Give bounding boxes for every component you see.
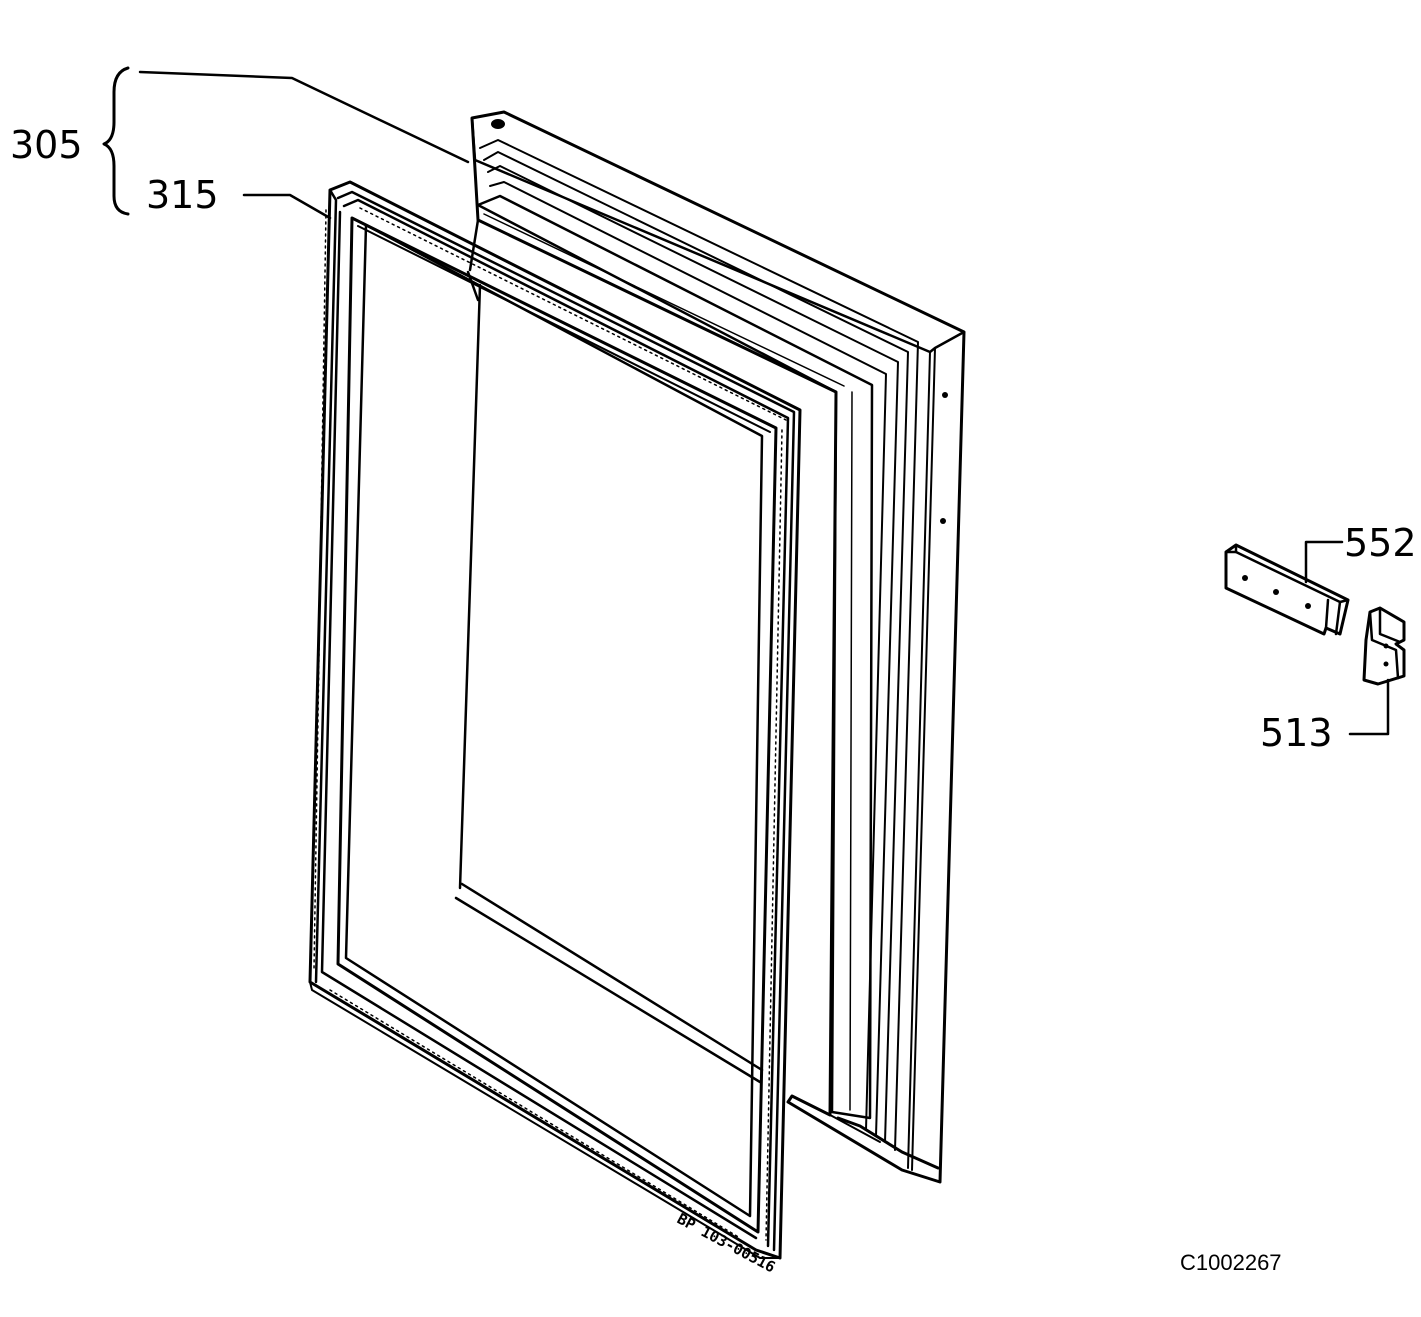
leader-552	[1304, 540, 1344, 584]
hole-icon	[491, 119, 505, 129]
brace-305-315	[102, 66, 130, 216]
label-305: 305	[10, 123, 83, 167]
hinge-plate	[1224, 543, 1350, 636]
label-513: 513	[1260, 711, 1333, 755]
drawing-code: C1002267	[1180, 1250, 1282, 1275]
door-gasket	[308, 180, 802, 1260]
hinge-bracket	[1362, 606, 1406, 686]
label-552: 552	[1344, 521, 1417, 565]
leader-513	[1348, 678, 1390, 736]
door-panel	[454, 110, 966, 1184]
leader-305	[138, 70, 470, 164]
leader-315	[242, 193, 332, 220]
label-315: 315	[146, 173, 219, 217]
